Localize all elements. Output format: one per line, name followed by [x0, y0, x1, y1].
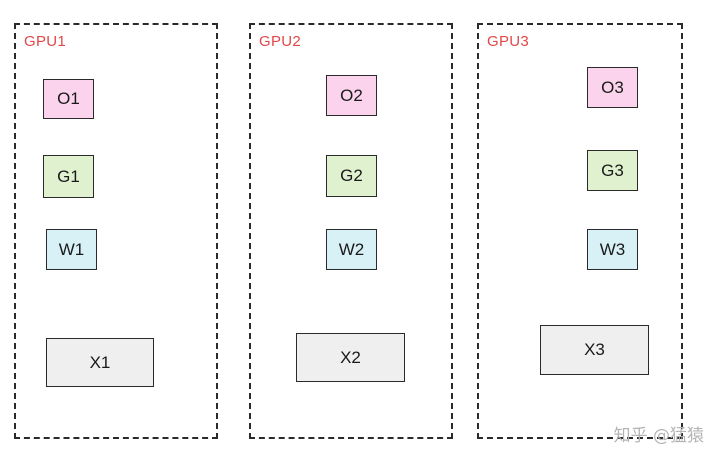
gpu3-g-box: G3 [587, 150, 638, 191]
gpu3-w-box: W3 [587, 229, 638, 270]
gpu3-label: GPU3 [487, 33, 530, 50]
gpu2-container: GPU2 [249, 23, 453, 439]
gpu1-x-box: X1 [46, 338, 154, 387]
gpu1-container: GPU1 [14, 23, 218, 439]
gpu2-g-box: G2 [326, 155, 377, 197]
gpu3-x-box: X3 [540, 325, 649, 375]
watermark-text: 知乎 @猛猿 [613, 426, 704, 446]
gpu2-label: GPU2 [259, 33, 302, 50]
gpu2-w-box: W2 [326, 229, 377, 270]
gpu1-label: GPU1 [24, 33, 67, 50]
gpu2-o-box: O2 [326, 75, 377, 116]
gpu1-w-box: W1 [46, 229, 97, 270]
gpu1-o-box: O1 [43, 79, 94, 119]
gpu1-g-box: G1 [43, 155, 94, 198]
gpu2-x-box: X2 [296, 333, 405, 382]
gpu3-o-box: O3 [587, 67, 638, 108]
gpu3-container: GPU3 [477, 23, 683, 439]
